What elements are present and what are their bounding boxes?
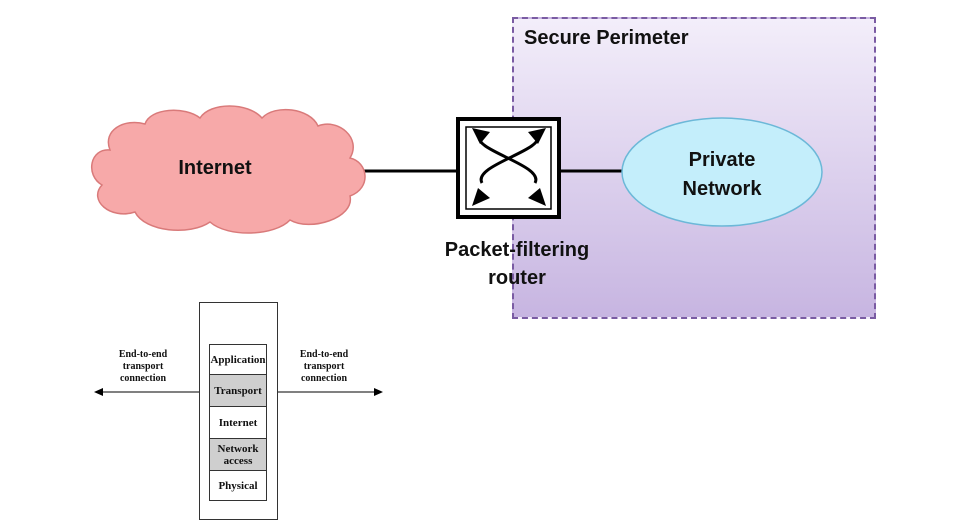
private-network-ellipse xyxy=(621,117,823,227)
left-connection-arrow xyxy=(94,388,199,396)
right-label-line: connection xyxy=(300,373,348,384)
layer-physical: Physical xyxy=(209,470,267,501)
right-label-line: transport xyxy=(303,361,345,372)
router-label: Packet-filtering router xyxy=(422,236,612,292)
router-icon xyxy=(456,117,561,219)
layer-internet: Internet xyxy=(209,406,267,439)
left-label-line: End-to-end xyxy=(118,349,168,360)
internet-cloud xyxy=(91,105,366,234)
layer-transport: Transport xyxy=(209,374,267,407)
right-label-line: End-to-end xyxy=(299,349,349,360)
internet-label: Internet xyxy=(178,157,252,179)
layer-network-access: Network access xyxy=(209,438,267,471)
left-label-line: connection xyxy=(119,373,167,384)
router-label-line1: Packet-filtering xyxy=(444,239,590,261)
protocol-stack: Application Transport Internet Network a… xyxy=(209,344,267,501)
private-network-line1: Private xyxy=(688,149,756,171)
private-network-line2: Network xyxy=(682,178,762,200)
router-label-line2: router xyxy=(488,267,546,289)
left-connection-label: End-to-end transport connection xyxy=(103,349,183,385)
right-connection-label: End-to-end transport connection xyxy=(284,349,364,385)
secure-perimeter-label: Secure Perimeter xyxy=(524,27,689,49)
left-label-line: transport xyxy=(122,361,164,372)
layer-application: Application xyxy=(209,344,267,375)
private-network-label: Private Network xyxy=(632,146,812,204)
protocol-stack-frame: Application Transport Internet Network a… xyxy=(199,302,278,520)
right-connection-arrow xyxy=(276,388,383,396)
